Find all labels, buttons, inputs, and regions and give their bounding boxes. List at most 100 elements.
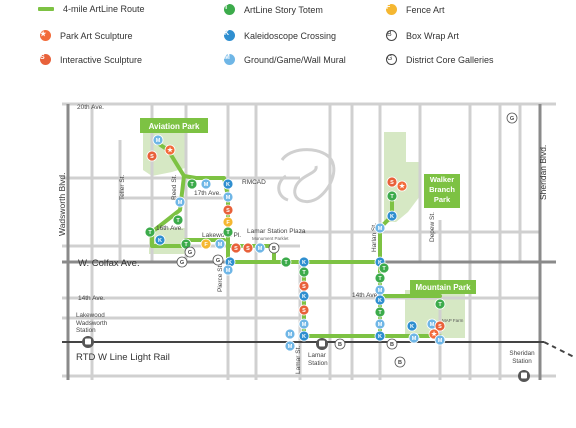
street-label-reed: Reed St. <box>171 175 178 200</box>
station-markers <box>82 336 530 382</box>
mural-marker: M <box>434 334 446 346</box>
artline-map: 20th Ave. 17th Ave. 16th Ave. Lakewood P… <box>57 102 576 382</box>
marker-glyph: T <box>378 310 382 316</box>
lakewood-station-label: Lakewood Wadsworth Station <box>76 312 108 334</box>
marker-glyph: M <box>378 288 383 294</box>
story-totem-marker: T <box>434 298 446 310</box>
marker-glyph: S <box>246 246 250 252</box>
mural-marker: M <box>222 264 234 276</box>
sheridan-station-label: Sheridan Station <box>509 350 535 365</box>
legend-label: Box Wrap Art <box>406 30 459 41</box>
mountain-park-label: Mountain Park <box>415 283 471 292</box>
marker-glyph: M <box>288 332 293 338</box>
marker-glyph: T <box>284 260 288 266</box>
marker-glyph: T <box>390 194 394 200</box>
marker-glyph: T <box>226 230 230 236</box>
street-labels: 20th Ave. 17th Ave. 16th Ave. Lakewood P… <box>77 104 436 374</box>
interactive-sculpture-icon: S <box>40 54 51 65</box>
story-totem-marker: T <box>144 226 156 238</box>
marker-glyph: K <box>378 298 382 304</box>
marker-glyph: S <box>302 308 306 314</box>
interactive-sculpture-marker: S <box>222 204 234 216</box>
star-icon: ★ <box>40 30 51 41</box>
marker-glyph: K <box>410 324 414 330</box>
marker-glyph: S <box>302 284 306 290</box>
marker-glyph: M <box>412 336 417 342</box>
legend-label: 4-mile ArtLine Route <box>63 4 145 14</box>
park-label-box <box>410 280 476 294</box>
legend-label: Ground/Game/Wall Mural <box>244 54 346 65</box>
mural-marker: M <box>374 222 386 234</box>
marker-glyph: M <box>378 322 383 328</box>
marker-glyph: T <box>190 182 194 188</box>
street-label-14th: 14th Ave. <box>352 292 379 299</box>
mural-marker: M <box>174 196 186 208</box>
rail-label: RTD W Line Light Rail <box>76 352 170 363</box>
legend-item-interactive: S Interactive Sculpture <box>40 54 142 65</box>
station-label-wrap: Lamar Station <box>308 352 328 367</box>
interactive-sculpture-marker: S <box>242 242 254 254</box>
marker-glyph: K <box>302 334 306 340</box>
walker-branch-park-area <box>384 132 420 222</box>
fence-art-icon: F <box>386 4 397 15</box>
walker-branch-label: Walker Branch Park <box>429 175 455 204</box>
story-totem-marker: T <box>298 266 310 278</box>
marker-glyph: M <box>430 322 435 328</box>
street-label-20th: 20th Ave. <box>77 104 104 111</box>
marker-glyph: M <box>258 246 263 252</box>
legend-item-mural: M Ground/Game/Wall Mural <box>224 54 346 65</box>
marker-glyph: F <box>204 242 208 248</box>
rmcad-label: RMCAD <box>242 179 266 186</box>
marker-glyph: S <box>150 154 154 160</box>
monument-parklet-label: Monument Parklet <box>252 236 289 241</box>
marker-glyph: M <box>218 242 223 248</box>
minor-roads <box>62 102 556 380</box>
street-label-14th: 14th Ave. <box>78 295 105 302</box>
box-wrap-marker: B <box>386 338 398 350</box>
marker-glyph: T <box>378 276 382 282</box>
mural-marker: M <box>408 332 420 344</box>
park-art-marker: ★ <box>164 144 176 156</box>
legend-item-fence: F Fence Art <box>386 4 445 15</box>
interactive-sculpture-marker: S <box>230 242 242 254</box>
marker-glyph: M <box>226 268 231 274</box>
street-label-17th: 17th Ave. <box>194 190 221 197</box>
marker-glyph: K <box>378 334 382 340</box>
station-label-wrap: Sheridan Station <box>509 350 535 365</box>
marker-glyph: G <box>188 250 192 256</box>
rmcad-campus-roads <box>277 148 336 203</box>
marker-glyph: F <box>226 220 230 226</box>
marker-glyph: B <box>272 246 276 252</box>
marker-glyph: M <box>226 195 231 201</box>
rail-line-dashed <box>543 341 557 349</box>
mural-marker: M <box>284 328 296 340</box>
major-street-labels: W. Colfax Ave. Wadsworth Blvd. Sheridan … <box>57 145 548 363</box>
mural-marker: M <box>214 238 226 250</box>
route-line-icon <box>38 7 54 11</box>
mural-marker: M <box>298 318 310 330</box>
box-wrap-icon: B <box>386 30 397 41</box>
street-label-harlan: Harlan St. <box>371 223 378 252</box>
marker-glyph: K <box>378 260 382 266</box>
mural-marker: M <box>254 242 266 254</box>
marker-glyph: B <box>390 342 394 348</box>
kaleidoscope-marker: K <box>298 330 310 342</box>
park-label-box <box>140 118 208 133</box>
kaleidoscope-marker: K <box>386 210 398 222</box>
marker-glyph: K <box>158 238 162 244</box>
gallery-icon: G <box>386 54 397 65</box>
interactive-sculpture-marker: S <box>298 280 310 292</box>
marker-glyph: T <box>438 302 442 308</box>
marker-glyph: ★ <box>399 182 406 190</box>
interactive-sculpture-marker: S <box>298 304 310 316</box>
box-wrap-marker: B <box>268 242 280 254</box>
box-wrap-marker: B <box>334 338 346 350</box>
marker-glyph: K <box>302 294 306 300</box>
map-farm-label-wrap: MAP Farm <box>442 318 463 323</box>
marker-glyph: B <box>338 342 342 348</box>
story-totem-marker: T <box>280 256 292 268</box>
train-station-icon <box>82 336 94 348</box>
marker-glyph: G <box>180 260 184 266</box>
street-label-wadsworth: Wadsworth Blvd. <box>57 173 67 236</box>
